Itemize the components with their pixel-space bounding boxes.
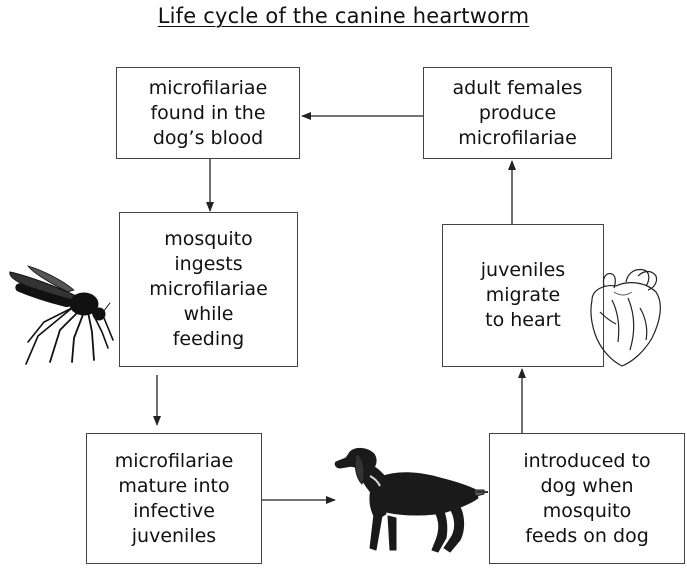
heart-icon — [0, 0, 687, 571]
